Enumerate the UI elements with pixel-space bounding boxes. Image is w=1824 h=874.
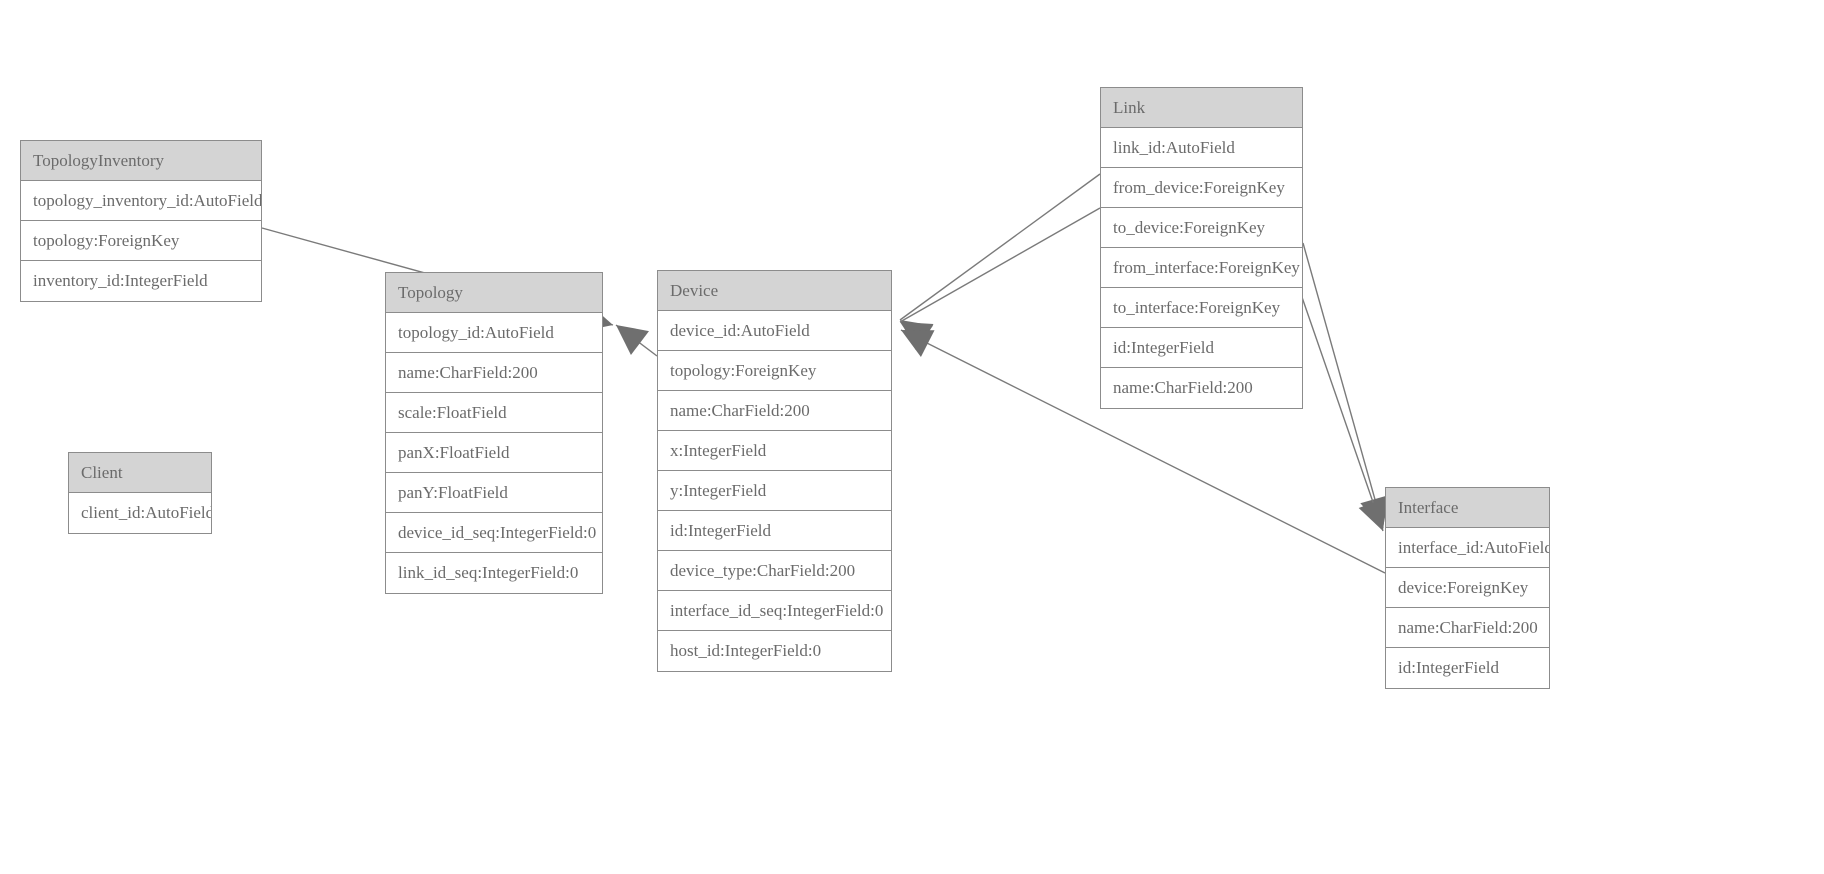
relation-line	[1302, 242, 1384, 529]
entity-field-row[interactable]: name:CharField:200	[658, 391, 891, 431]
relation-link-from_device	[899, 173, 1101, 350]
entity-field-row[interactable]: interface_id:AutoField	[1386, 528, 1549, 568]
entity-field-row[interactable]: topology_id:AutoField	[386, 313, 602, 353]
entity-title-interface: Interface	[1386, 488, 1549, 528]
entity-field-row[interactable]: link_id:AutoField	[1101, 128, 1302, 168]
entity-field-row[interactable]: name:CharField:200	[386, 353, 602, 393]
relation-arrowhead	[901, 330, 935, 357]
entity-field-row[interactable]: device_id:AutoField	[658, 311, 891, 351]
relation-arrowhead	[900, 320, 934, 350]
entity-field-row[interactable]: name:CharField:200	[1386, 608, 1549, 648]
entity-title-client: Client	[69, 453, 211, 493]
entity-field-row[interactable]: id:IntegerField	[1386, 648, 1549, 688]
entity-field-row[interactable]: name:CharField:200	[1101, 368, 1302, 408]
entity-field-row[interactable]: topology_inventory_id:AutoField	[21, 181, 261, 221]
entity-field-row[interactable]: device_type:CharField:200	[658, 551, 891, 591]
entity-field-row[interactable]: id:IntegerField	[658, 511, 891, 551]
relation-link-to_device	[899, 207, 1101, 350]
relation-arrowhead	[900, 322, 934, 350]
relation-arrowhead	[616, 325, 649, 356]
entity-field-row[interactable]: y:IntegerField	[658, 471, 891, 511]
relation-link-to_interface	[1294, 276, 1387, 532]
entity-field-row[interactable]: device:ForeignKey	[1386, 568, 1549, 608]
relation-line	[1294, 276, 1384, 532]
entity-field-row[interactable]: topology:ForeignKey	[658, 351, 891, 391]
entity-field-row[interactable]: from_device:ForeignKey	[1101, 168, 1302, 208]
entity-field-row[interactable]: link_id_seq:IntegerField:0	[386, 553, 602, 593]
entity-field-row[interactable]: inventory_id:IntegerField	[21, 261, 261, 301]
entity-title-link: Link	[1101, 88, 1302, 128]
entity-title-topology: Topology	[386, 273, 602, 313]
relation-link-from_interface	[1302, 242, 1390, 529]
entity-field-row[interactable]: panY:FloatField	[386, 473, 602, 513]
entity-field-row[interactable]: to_device:ForeignKey	[1101, 208, 1302, 248]
entity-field-row[interactable]: interface_id_seq:IntegerField:0	[658, 591, 891, 631]
entity-field-row[interactable]: id:IntegerField	[1101, 328, 1302, 368]
relation-device-topology	[615, 324, 658, 357]
entity-field-row[interactable]: device_id_seq:IntegerField:0	[386, 513, 602, 553]
entity-field-row[interactable]: client_id:AutoField	[69, 493, 211, 533]
relation-line	[615, 324, 658, 357]
relation-line	[899, 173, 1101, 321]
entity-field-row[interactable]: x:IntegerField	[658, 431, 891, 471]
entity-field-row[interactable]: to_interface:ForeignKey	[1101, 288, 1302, 328]
relation-arrowhead	[1358, 497, 1387, 531]
entity-field-row[interactable]: host_id:IntegerField:0	[658, 631, 891, 671]
entity-field-row[interactable]: panX:FloatField	[386, 433, 602, 473]
entity-title-topology_inventory: TopologyInventory	[21, 141, 261, 181]
relation-line	[899, 207, 1101, 323]
entity-field-row[interactable]: from_interface:ForeignKey	[1101, 248, 1302, 288]
entity-title-device: Device	[658, 271, 891, 311]
entity-field-row[interactable]: scale:FloatField	[386, 393, 602, 433]
entity-field-row[interactable]: topology:ForeignKey	[21, 221, 261, 261]
